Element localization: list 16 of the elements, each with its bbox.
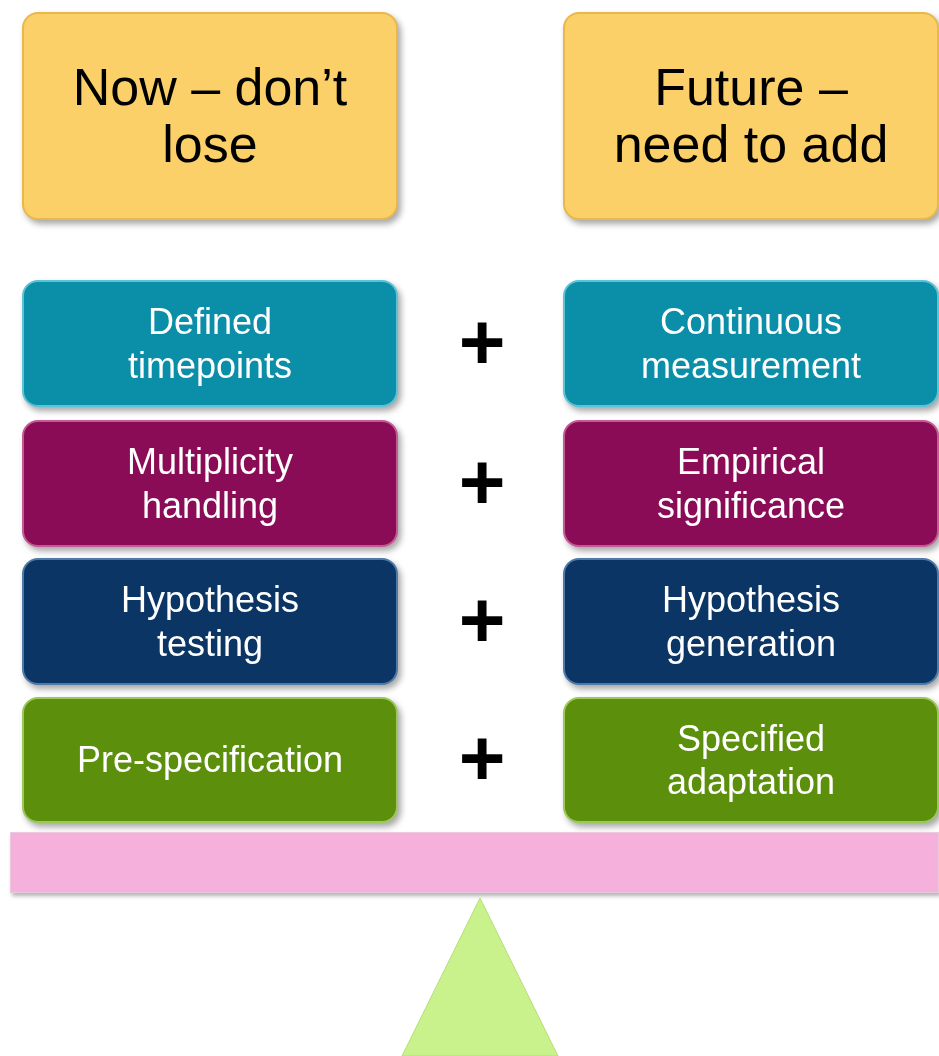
item-box: Continuous measurement (563, 280, 939, 407)
plus-sign: + (457, 301, 507, 382)
item-box: Empirical significance (563, 420, 939, 547)
plus-sign: + (457, 718, 507, 798)
fulcrum-triangle (401, 897, 559, 1056)
item-box: Pre-specification (22, 697, 398, 823)
item-box: Defined timepoints (22, 280, 398, 407)
item-box: Specified adaptation (563, 697, 939, 823)
item-box: Multiplicity handling (22, 420, 398, 547)
header-box: Future – need to add (563, 12, 939, 220)
plus-sign: + (457, 579, 507, 660)
item-box: Hypothesis testing (22, 558, 398, 685)
header-box: Now – don’t lose (22, 12, 398, 220)
balance-beam (10, 832, 939, 893)
item-box: Hypothesis generation (563, 558, 939, 685)
plus-sign: + (457, 441, 507, 522)
